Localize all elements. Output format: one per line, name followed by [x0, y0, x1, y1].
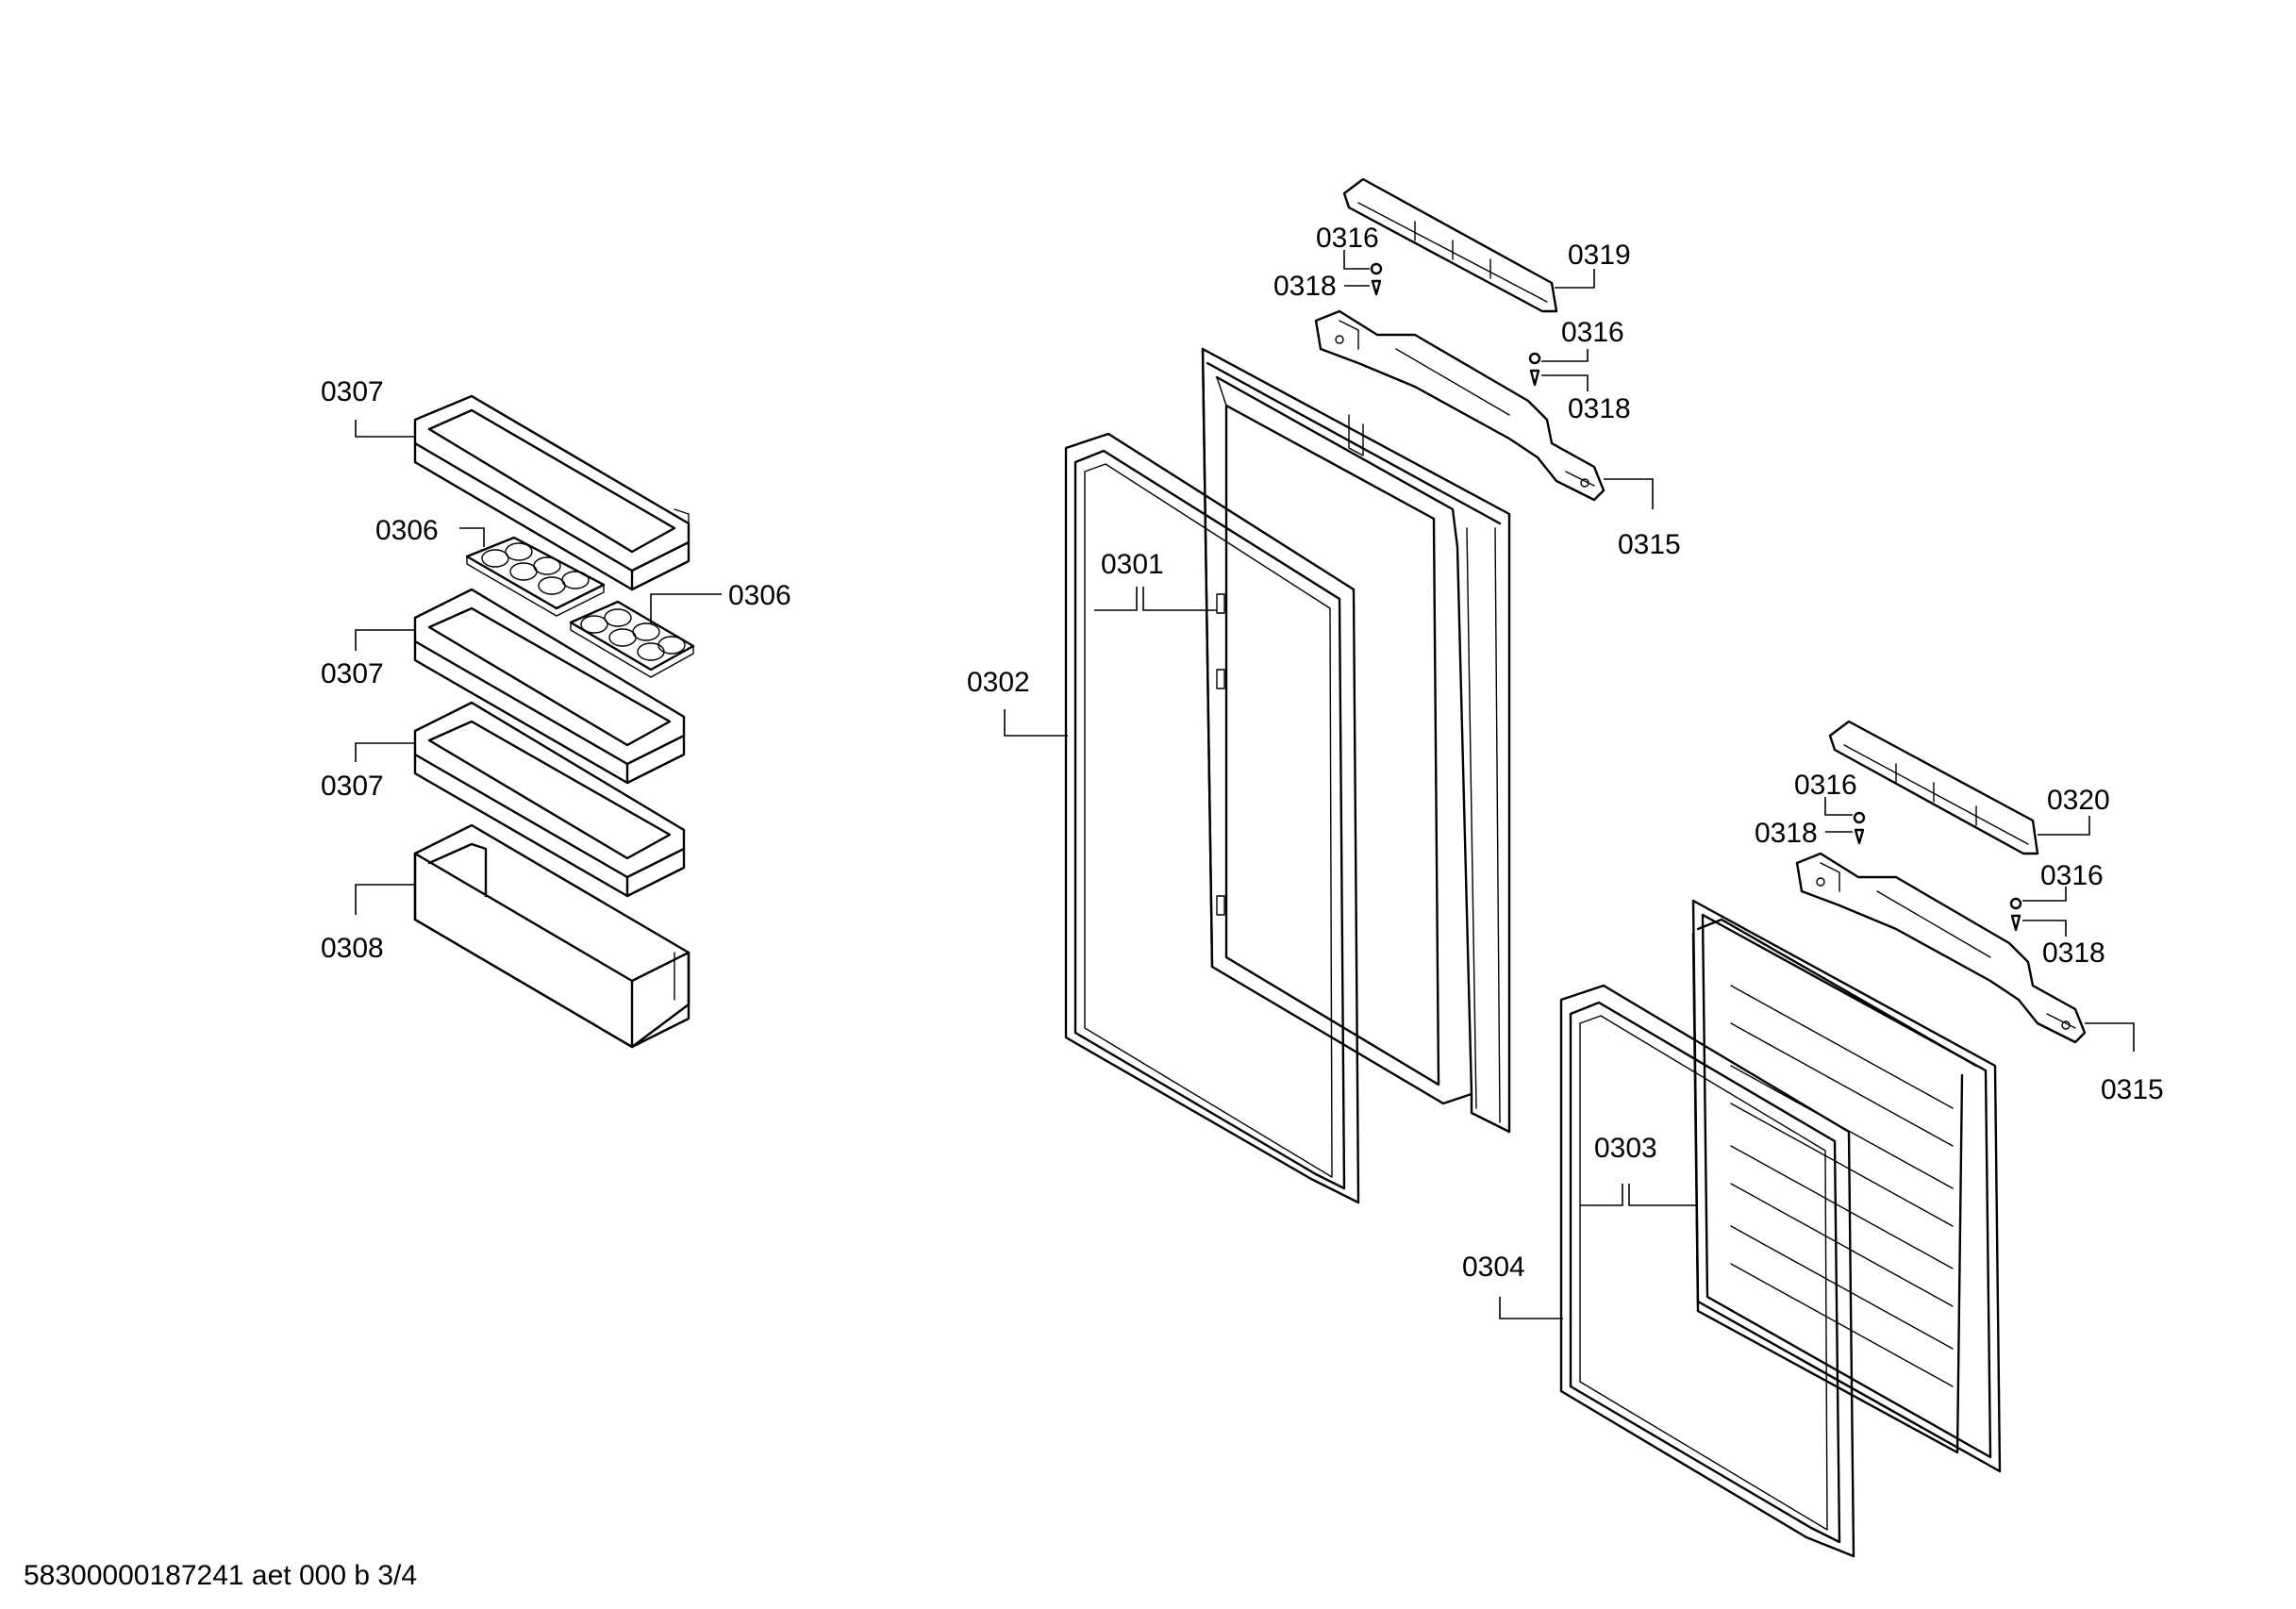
egg-tray-right — [569, 600, 695, 678]
label-0302: 0302 — [967, 667, 1030, 698]
lower-hinge-cover — [1828, 720, 2039, 855]
bottle-shelf — [413, 823, 690, 1049]
door-shelf-lower — [413, 701, 686, 898]
label-0319: 0319 — [1568, 240, 1631, 271]
label-0315-upper: 0315 — [1618, 529, 1681, 560]
label-0303: 0303 — [1594, 1133, 1657, 1164]
upper-door-gasket — [1064, 432, 1360, 1204]
upper-hinge-cover — [1342, 177, 1558, 313]
label-0316-upper-left: 0316 — [1316, 223, 1379, 254]
label-0318-lower-left: 0318 — [1755, 818, 1818, 849]
label-0316-lower-left: 0316 — [1794, 770, 1857, 801]
label-0318-upper-right: 0318 — [1568, 393, 1631, 424]
lower-screws — [1853, 811, 2022, 932]
label-0307-middle: 0307 — [321, 658, 384, 689]
label-0315-lower: 0315 — [2101, 1074, 2164, 1105]
door-shelf-middle — [413, 588, 686, 785]
label-0318-upper-left: 0318 — [1273, 271, 1337, 302]
label-0318-lower-right: 0318 — [2042, 937, 2105, 969]
label-0308: 0308 — [321, 933, 384, 964]
label-0307-lower: 0307 — [321, 771, 384, 802]
upper-hinge-bracket — [1314, 309, 1606, 502]
label-0301: 0301 — [1101, 549, 1164, 580]
lower-hinge-bracket — [1795, 852, 2087, 1044]
document-code: 58300000187241 aet 000 b 3/4 — [24, 1560, 417, 1591]
upper-screws — [1370, 262, 1541, 387]
label-0316-lower-right: 0316 — [2040, 860, 2104, 891]
part-labels: 0307 0306 0306 0307 0307 0308 0301 0302 … — [321, 223, 2164, 1283]
label-0304: 0304 — [1462, 1252, 1525, 1283]
lower-door-gasket — [1559, 984, 1855, 1558]
label-0320: 0320 — [2047, 785, 2110, 816]
upper-door-liner — [1201, 347, 1511, 1134]
label-0307-top: 0307 — [321, 376, 384, 407]
leader-lines — [355, 250, 2135, 1319]
label-0316-upper-right: 0316 — [1561, 317, 1624, 348]
label-0306-left: 0306 — [375, 515, 439, 546]
lower-door-liner — [1691, 899, 2002, 1473]
door-shelf-top — [413, 394, 690, 591]
lower-door-liner-ribs — [1730, 985, 1954, 1387]
egg-tray-left — [465, 536, 606, 617]
label-0306-right: 0306 — [728, 580, 791, 611]
